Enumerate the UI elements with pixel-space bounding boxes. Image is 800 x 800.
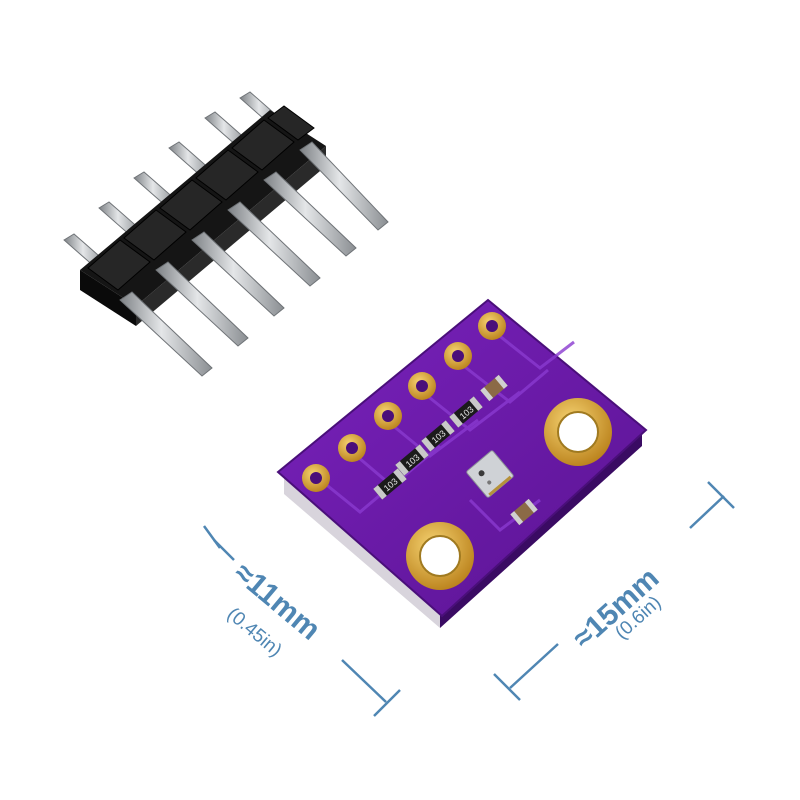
sensor-board: 103 103 103 103	[276, 298, 648, 628]
pin-header	[63, 91, 389, 377]
mounting-holes	[406, 398, 612, 590]
header-pads	[302, 312, 506, 492]
dimension-width	[202, 525, 401, 717]
smd-capacitors	[480, 374, 538, 526]
smd-resistors: 103 103 103 103	[373, 396, 483, 500]
board-edge	[284, 478, 440, 628]
dimension-length	[493, 481, 735, 701]
pcb-surface	[276, 298, 648, 618]
pressure-sensor-chip	[466, 450, 514, 498]
pin-header-long-pins	[119, 141, 389, 377]
pin-header-top-pins	[63, 91, 283, 269]
